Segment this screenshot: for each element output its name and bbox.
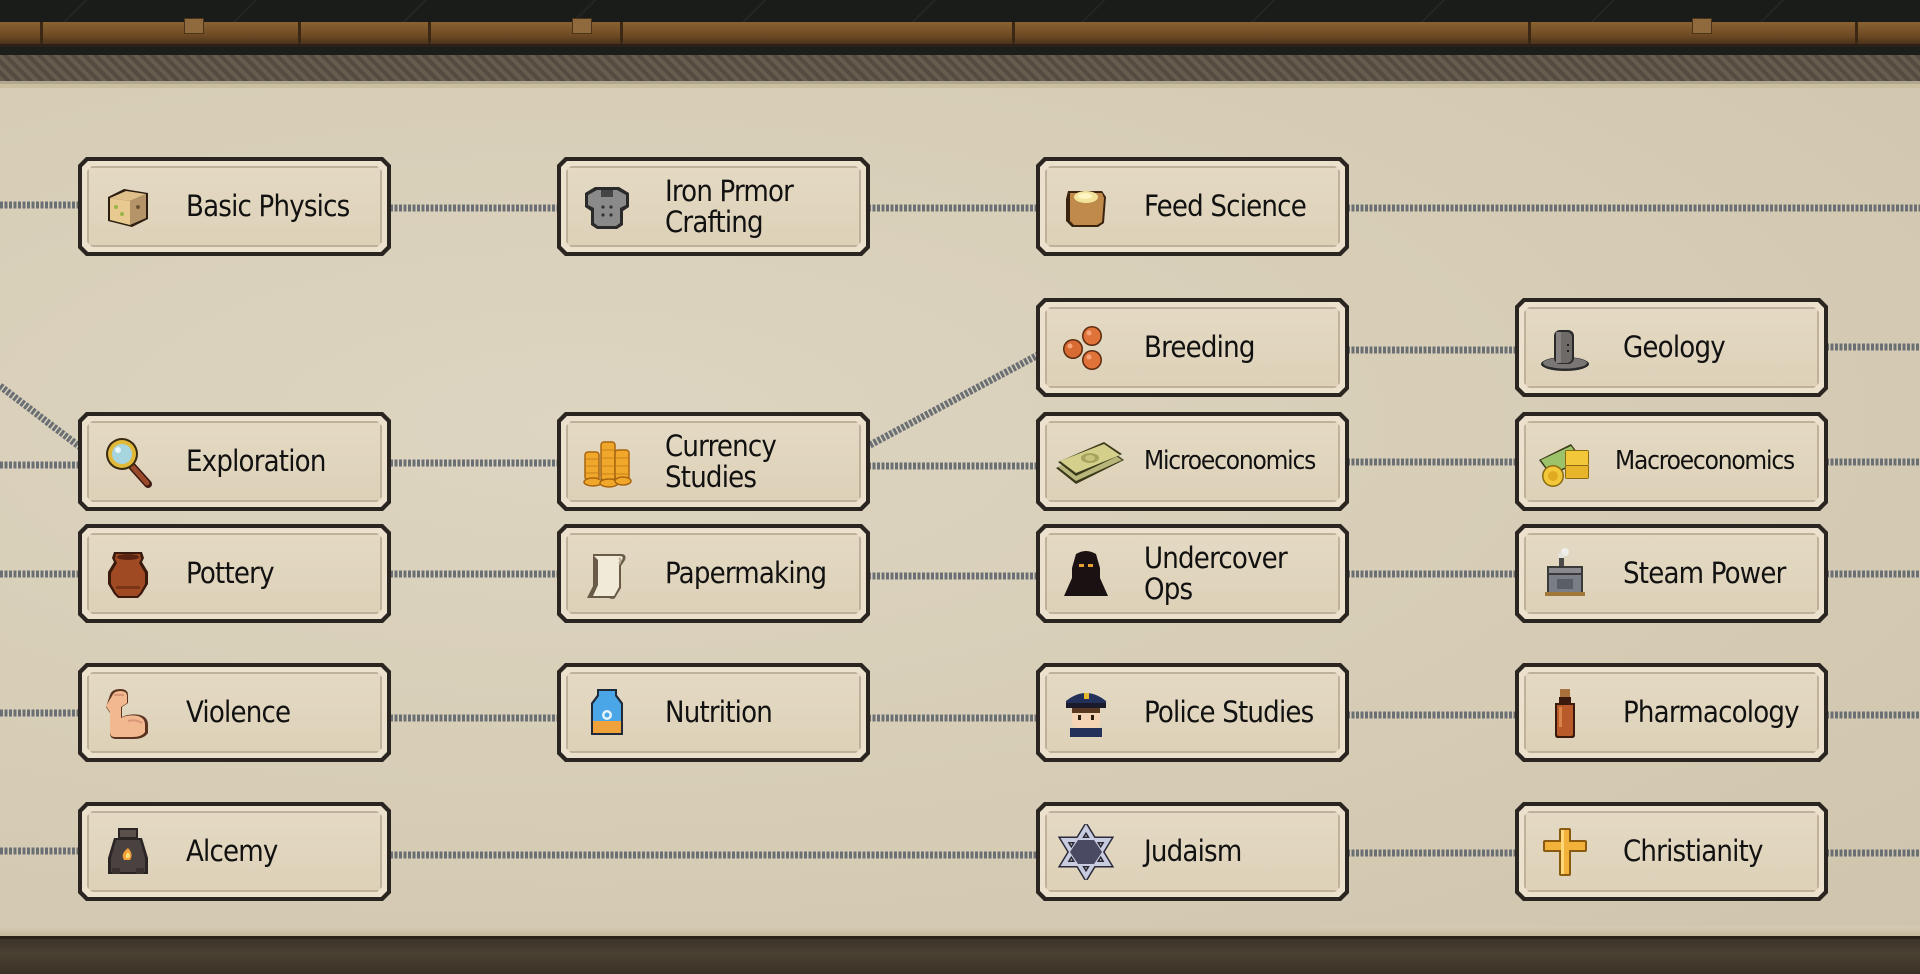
research-node-pharmacology[interactable]: Pharmacology xyxy=(1515,663,1828,762)
research-node-label: Basic Physics xyxy=(186,189,350,223)
research-node-label: Police Studies xyxy=(1144,695,1314,729)
research-node-label: Geology xyxy=(1623,330,1726,364)
research-node-papermaking[interactable]: Papermaking xyxy=(557,524,870,623)
research-node-geology[interactable]: Geology xyxy=(1515,298,1828,397)
research-node-police-studies[interactable]: Police Studies xyxy=(1036,663,1349,762)
star-of-david-icon xyxy=(1058,824,1114,880)
research-node-steam-power[interactable]: Steam Power xyxy=(1515,524,1828,623)
top-wood-trim xyxy=(0,18,1920,47)
police-officer-icon xyxy=(1058,685,1114,741)
research-node-currency-studies[interactable]: Currency Studies xyxy=(557,412,870,511)
research-node-label: Macroeconomics xyxy=(1615,446,1795,476)
furnace-icon xyxy=(100,824,156,880)
feed-sack-icon xyxy=(1058,179,1114,235)
cash-stack-icon xyxy=(1054,434,1126,490)
top-frame-pattern xyxy=(0,0,1920,22)
research-node-label: Exploration xyxy=(186,444,326,478)
research-node-christianity[interactable]: Christianity xyxy=(1515,802,1828,901)
steam-engine-icon xyxy=(1537,546,1593,602)
bottom-frame xyxy=(0,936,1920,974)
scroll-icon xyxy=(579,546,635,602)
research-node-label: Judaism xyxy=(1144,834,1242,868)
research-node-pottery[interactable]: Pottery xyxy=(78,524,391,623)
research-node-microeconomics[interactable]: Microeconomics xyxy=(1036,412,1349,511)
research-node-violence[interactable]: Violence xyxy=(78,663,391,762)
research-node-label: Pharmacology xyxy=(1623,695,1800,729)
research-node-label: Iron Prmor Crafting xyxy=(665,173,794,239)
research-node-label: Feed Science xyxy=(1144,189,1307,223)
hooded-figure-icon xyxy=(1058,546,1114,602)
research-node-label: Undercover Ops xyxy=(1144,540,1288,606)
drill-icon xyxy=(1537,320,1593,376)
research-node-label: Nutrition xyxy=(665,695,773,729)
research-node-feed-science[interactable]: Feed Science xyxy=(1036,157,1349,256)
coins-icon xyxy=(579,434,635,490)
research-node-label: Currency Studies xyxy=(665,428,777,494)
top-lattice-border xyxy=(0,55,1920,84)
research-node-iron-armor-crafting[interactable]: Iron Prmor Crafting xyxy=(557,157,870,256)
research-node-label: Alcemy xyxy=(186,834,278,868)
research-node-macroeconomics[interactable]: Macroeconomics xyxy=(1515,412,1828,511)
research-node-label: Pottery xyxy=(186,556,275,590)
cube-icon xyxy=(100,179,156,235)
research-node-label: Papermaking xyxy=(665,556,827,590)
research-node-label: Steam Power xyxy=(1623,556,1786,590)
top-frame xyxy=(0,0,1920,84)
research-node-undercover-ops[interactable]: Undercover Ops xyxy=(1036,524,1349,623)
research-node-label: Christianity xyxy=(1623,834,1763,868)
research-node-label: Microeconomics xyxy=(1144,446,1316,476)
magnifier-icon xyxy=(100,434,156,490)
research-node-alcemy[interactable]: Alcemy xyxy=(78,802,391,901)
research-node-basic-physics[interactable]: Basic Physics xyxy=(78,157,391,256)
milk-carton-icon xyxy=(579,685,635,741)
eggs-icon xyxy=(1058,320,1114,376)
research-node-label: Breeding xyxy=(1144,330,1255,364)
gold-and-cash-icon xyxy=(1537,434,1601,490)
pot-icon xyxy=(100,546,156,602)
flexed-arm-icon xyxy=(100,685,156,741)
research-node-judaism[interactable]: Judaism xyxy=(1036,802,1349,901)
research-node-exploration[interactable]: Exploration xyxy=(78,412,391,511)
medicine-bottle-icon xyxy=(1537,685,1593,741)
research-node-label: Violence xyxy=(186,695,291,729)
research-node-nutrition[interactable]: Nutrition xyxy=(557,663,870,762)
cross-icon xyxy=(1537,824,1593,880)
armor-icon xyxy=(579,179,635,235)
research-node-breeding[interactable]: Breeding xyxy=(1036,298,1349,397)
